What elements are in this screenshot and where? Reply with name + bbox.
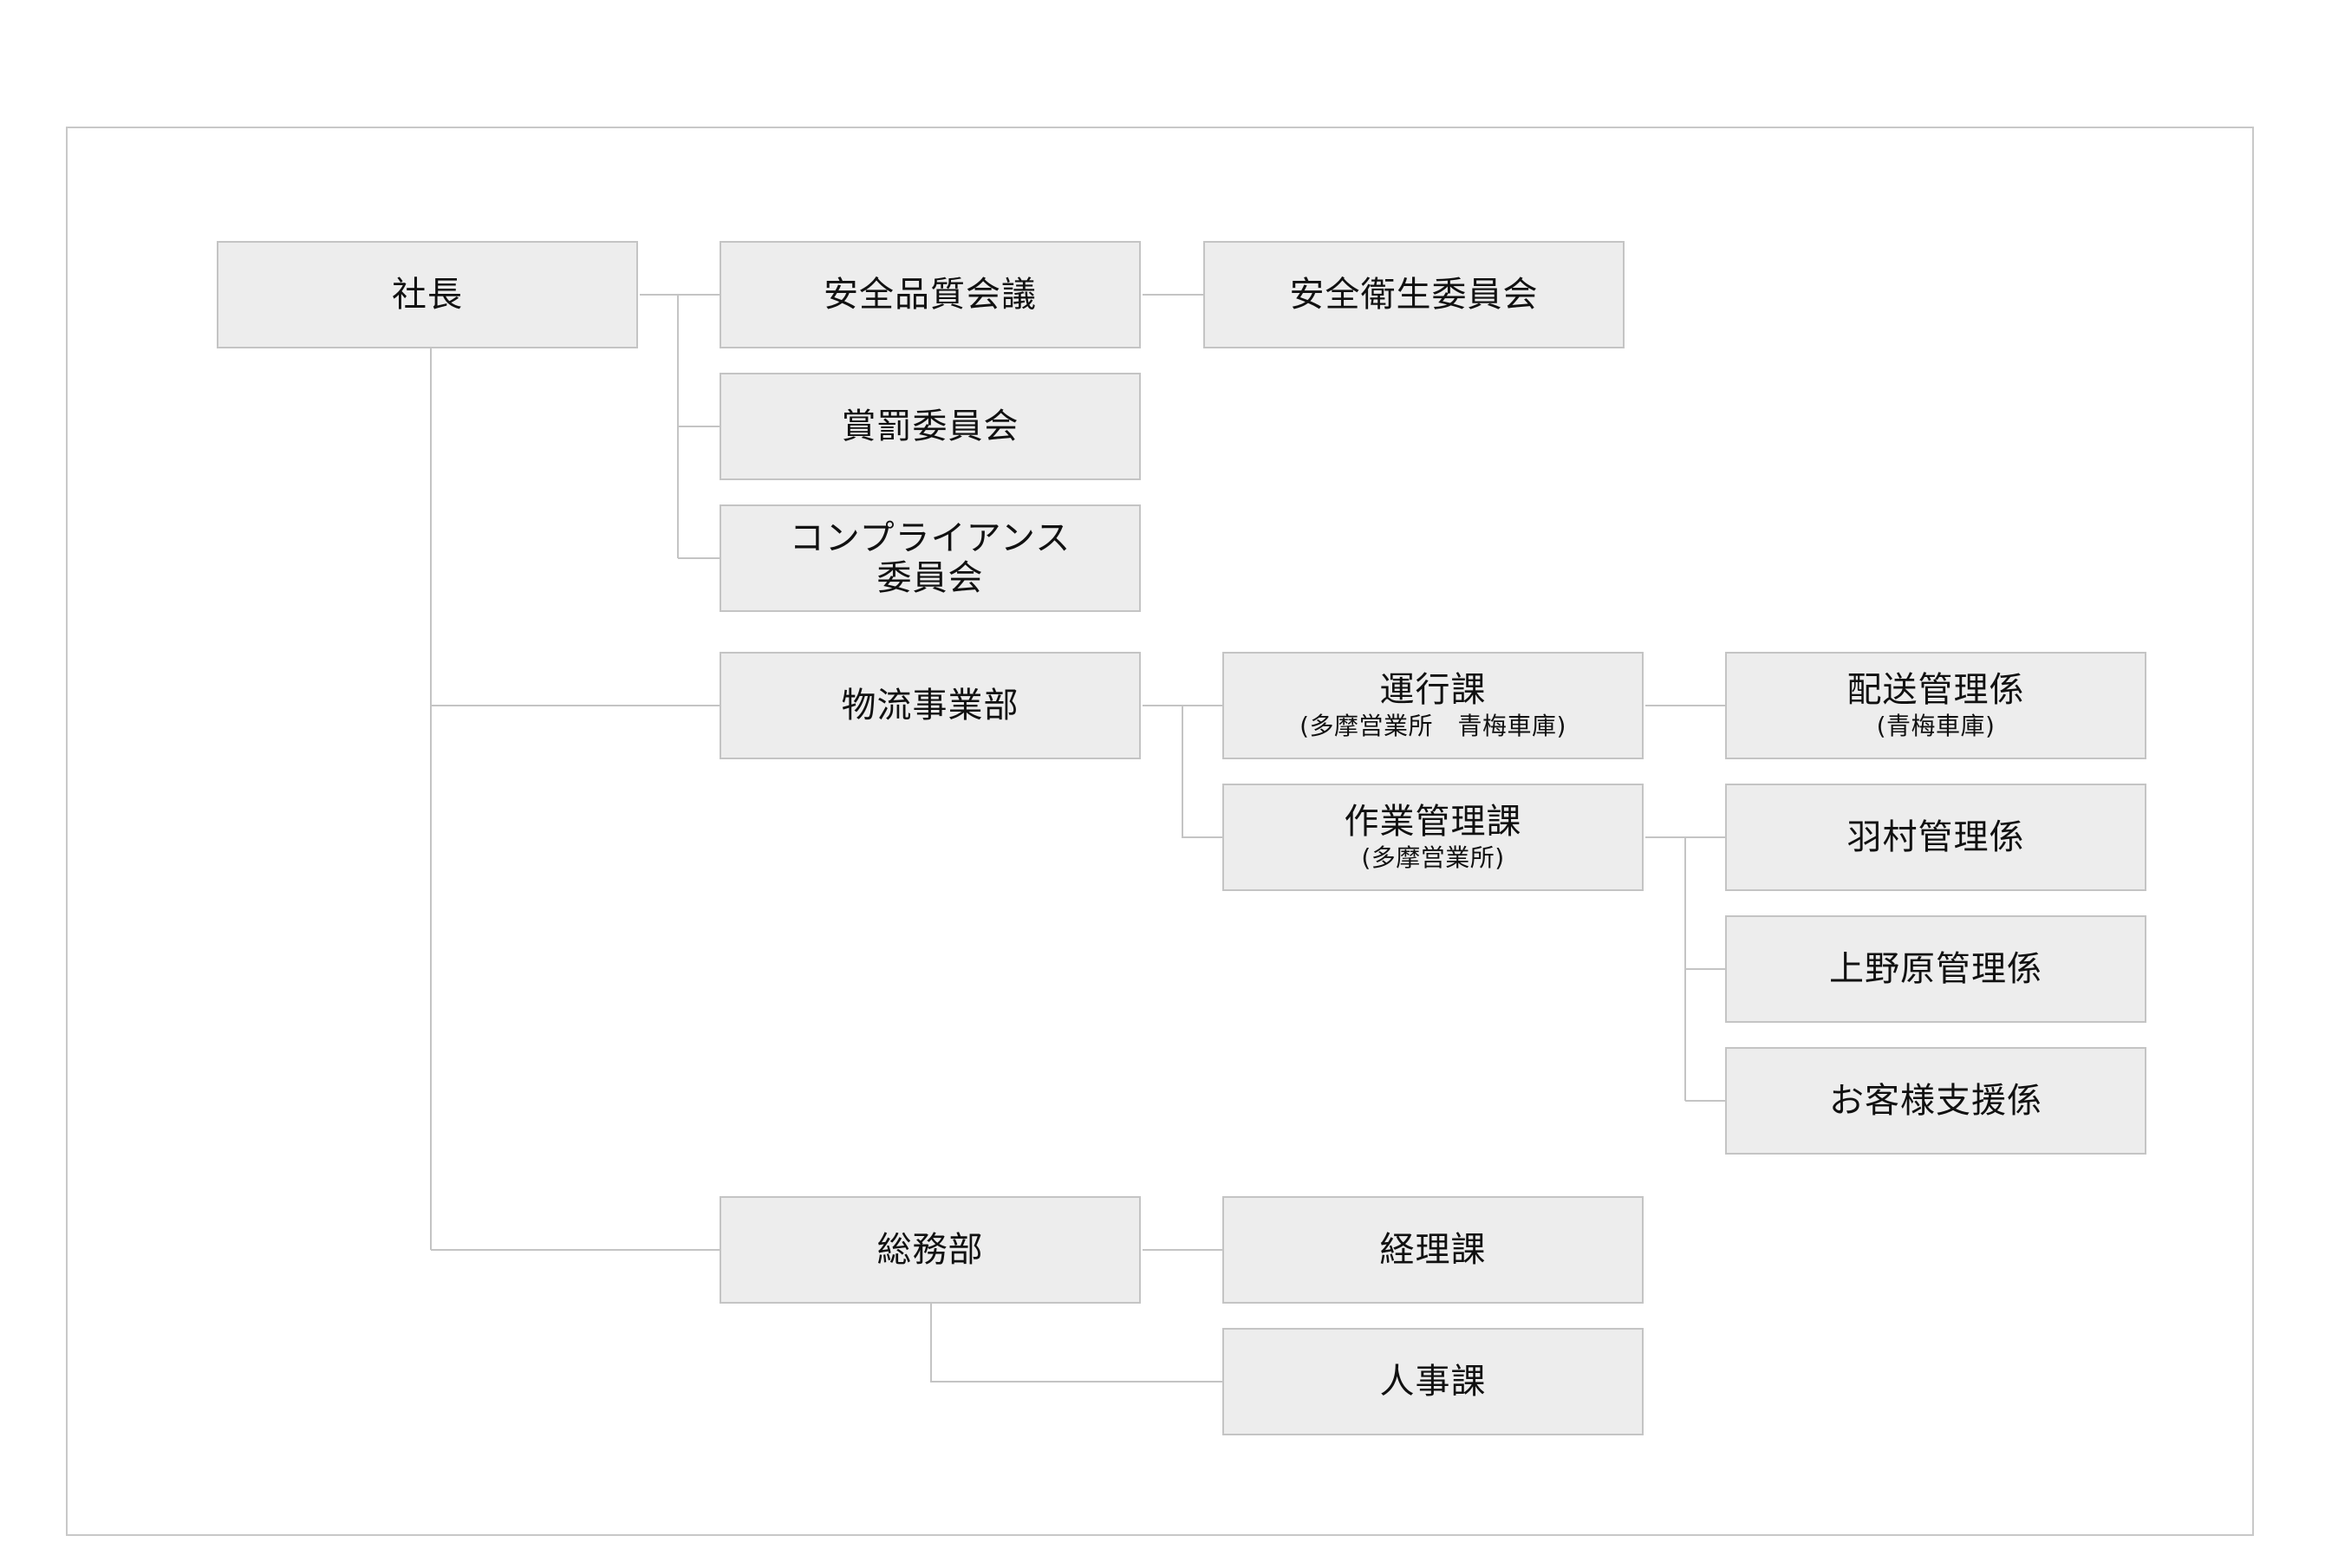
node-customer-support: お客様支援係	[1725, 1047, 2146, 1155]
node-label: 賞罰委員会	[841, 407, 1019, 446]
node-safety-health-committee: 安全衛生委員会	[1203, 241, 1625, 348]
node-safety-quality-meeting: 安全品質会議	[720, 241, 1141, 348]
node-label: 作業管理課	[1344, 802, 1522, 842]
node-operations-section: 運行課 (多摩営業所 青梅車庫)	[1222, 652, 1644, 759]
node-label: お客様支援係	[1829, 1081, 2042, 1121]
node-delivery-management: 配送管理係 (青梅車庫)	[1725, 652, 2146, 759]
node-president: 社長	[217, 241, 638, 348]
node-label: 運行課	[1379, 670, 1487, 710]
node-label: 社長	[392, 275, 463, 315]
node-work-management-section: 作業管理課 (多摩営業所)	[1222, 784, 1644, 891]
connector-general-hr	[930, 1304, 1222, 1383]
node-label: 経理課	[1379, 1230, 1487, 1270]
node-reward-punishment-committee: 賞罰委員会	[720, 373, 1141, 480]
node-sublabel: (多摩営業所 青梅車庫)	[1299, 712, 1566, 740]
node-hr-section: 人事課	[1222, 1328, 1644, 1435]
node-label: 安全衛生委員会	[1289, 275, 1539, 315]
node-label: 上野原管理係	[1829, 949, 2042, 989]
connector-logistics-bracket	[1182, 706, 1222, 838]
node-label: 配送管理係	[1846, 670, 2025, 710]
node-compliance-committee: コンプライアンス 委員会	[720, 504, 1141, 612]
node-uenohara-management: 上野原管理係	[1725, 915, 2146, 1023]
node-label: 羽村管理係	[1846, 817, 2025, 857]
node-sublabel: (青梅車庫)	[1876, 712, 1996, 740]
node-sublabel: (多摩営業所)	[1361, 843, 1505, 872]
node-label: 人事課	[1379, 1362, 1487, 1402]
node-label: 物流事業部	[841, 686, 1019, 725]
node-accounting-section: 経理課	[1222, 1196, 1644, 1304]
node-label: 総務部	[876, 1230, 984, 1270]
chart-frame	[66, 127, 2254, 1536]
node-general-affairs-division: 総務部	[720, 1196, 1141, 1304]
node-logistics-division: 物流事業部	[720, 652, 1141, 759]
node-label: 安全品質会議	[824, 275, 1037, 315]
node-hamura-management: 羽村管理係	[1725, 784, 2146, 891]
node-label: コンプライアンス 委員会	[789, 518, 1071, 598]
